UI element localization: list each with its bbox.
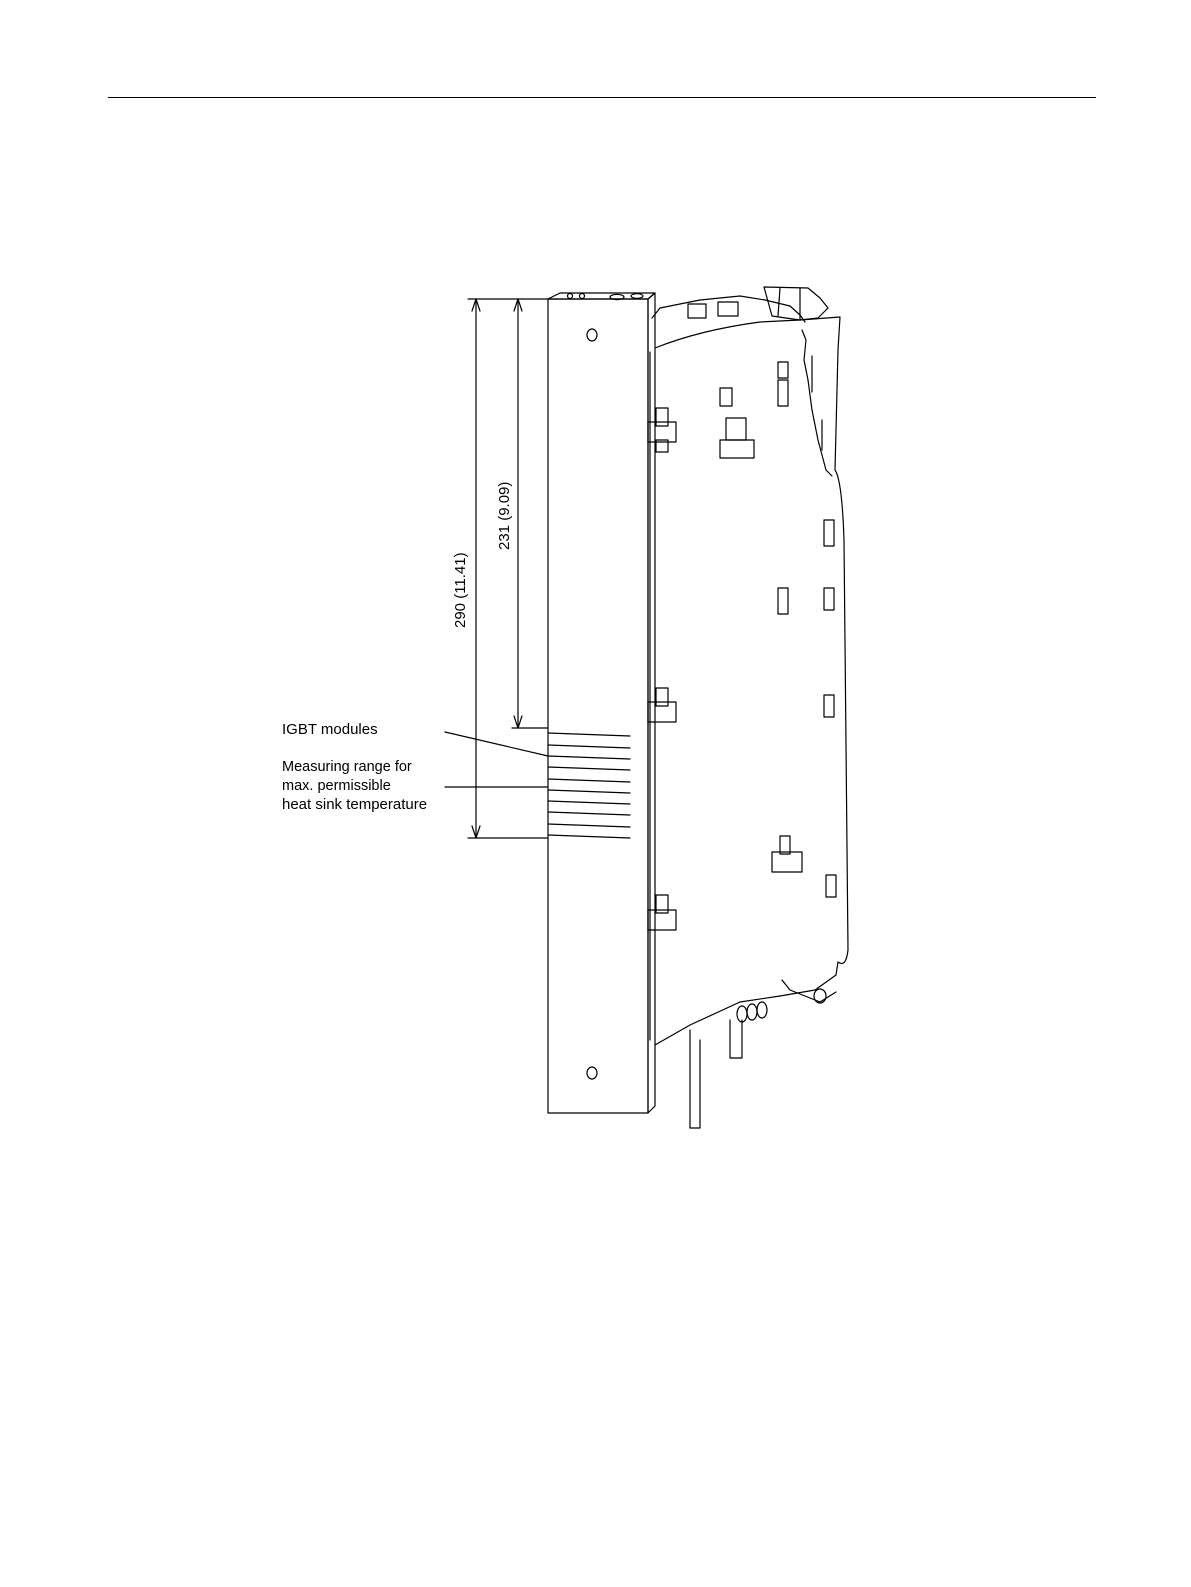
heat-sink-bar xyxy=(548,293,655,1113)
igbt-height-dimension: 231 (9.09) xyxy=(496,482,513,550)
total-height-dimension: 290 (11.41) xyxy=(452,552,469,628)
measuring-range-label-line1: Measuring range for xyxy=(282,758,412,777)
measuring-range-label-line2: max. permissible xyxy=(282,777,391,796)
leader-lines xyxy=(445,732,548,787)
dimension-lines xyxy=(468,299,548,838)
measuring-range-label-line3: heat sink temperature xyxy=(282,795,427,814)
igbt-region-lines xyxy=(548,733,630,838)
drive-housing xyxy=(648,287,848,1128)
igbt-modules-label: IGBT modules xyxy=(282,721,378,738)
